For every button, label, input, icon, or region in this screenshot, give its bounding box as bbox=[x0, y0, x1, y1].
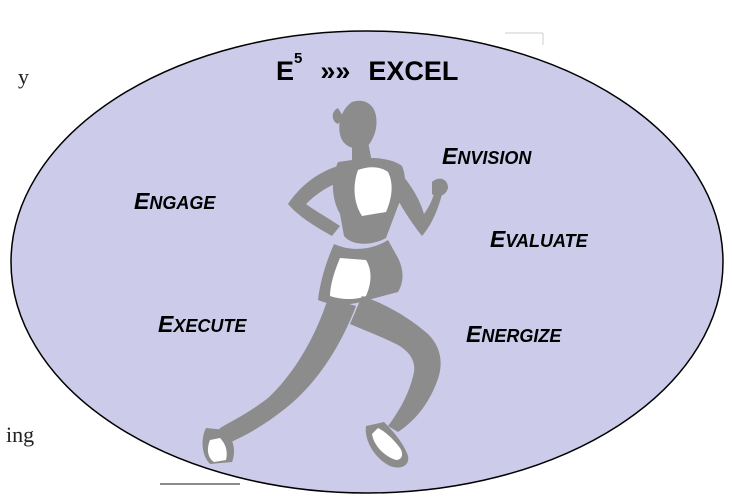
diagram-title: E5 »» EXCEL bbox=[276, 50, 459, 87]
label-energize: ENERGIZE bbox=[466, 321, 562, 347]
cut-off-text-bottom: ing bbox=[6, 422, 35, 447]
title-word: EXCEL bbox=[368, 56, 459, 86]
label-evaluate: EVALUATE bbox=[490, 226, 588, 252]
title-letter: E bbox=[276, 56, 295, 86]
title-superscript: 5 bbox=[294, 50, 303, 67]
label-engage: ENGAGE bbox=[134, 188, 216, 214]
title-arrows: »» bbox=[320, 56, 351, 86]
label-envision: ENVISION bbox=[442, 143, 532, 169]
cut-off-text-top: y bbox=[18, 64, 29, 89]
label-execute: EXECUTE bbox=[158, 311, 247, 337]
runner-silhouette-icon bbox=[202, 100, 448, 468]
